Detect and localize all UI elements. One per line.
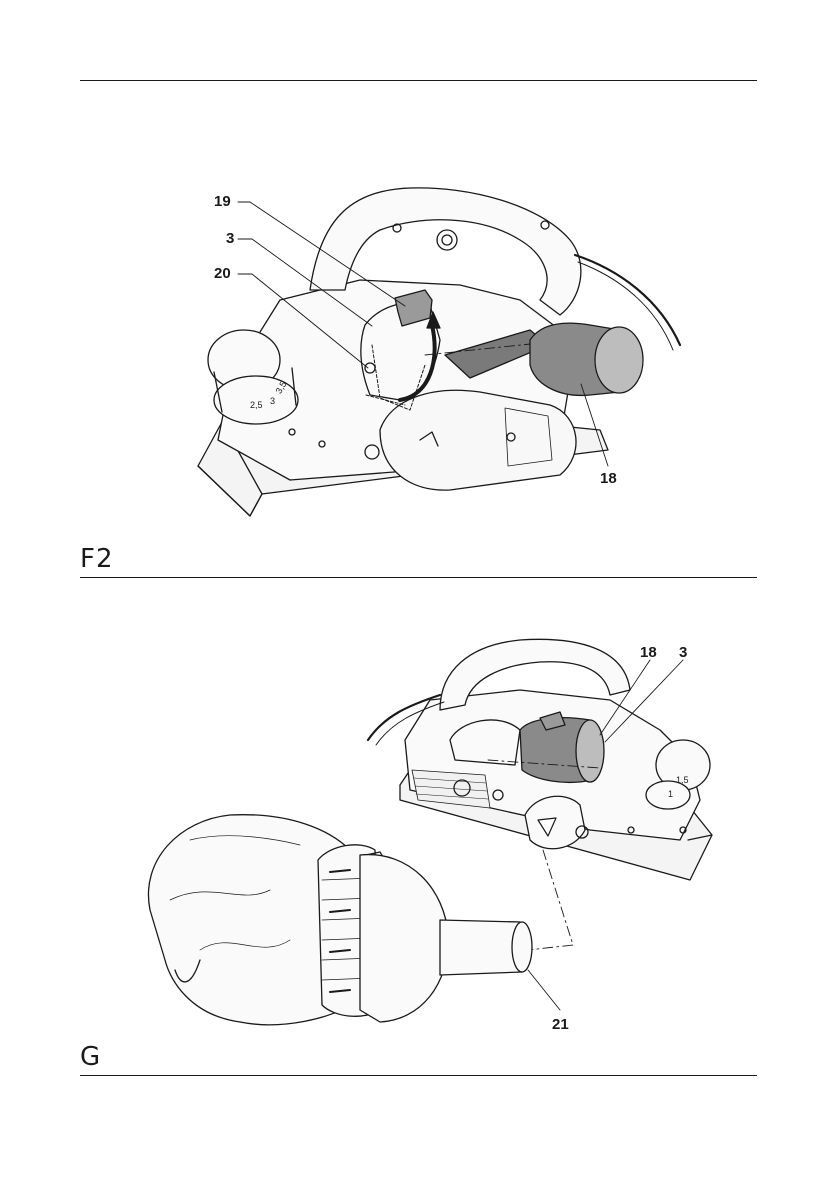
g-ejector-cap <box>525 796 585 848</box>
g-dial-tick-1: 1 <box>668 789 673 799</box>
g-bag-front <box>360 855 448 1022</box>
callout-21: 21 <box>552 1016 569 1033</box>
callout-3-g: 3 <box>679 644 687 661</box>
g-dial-tick-2: 1,5 <box>676 775 689 785</box>
callout-18-g: 18 <box>640 644 657 661</box>
